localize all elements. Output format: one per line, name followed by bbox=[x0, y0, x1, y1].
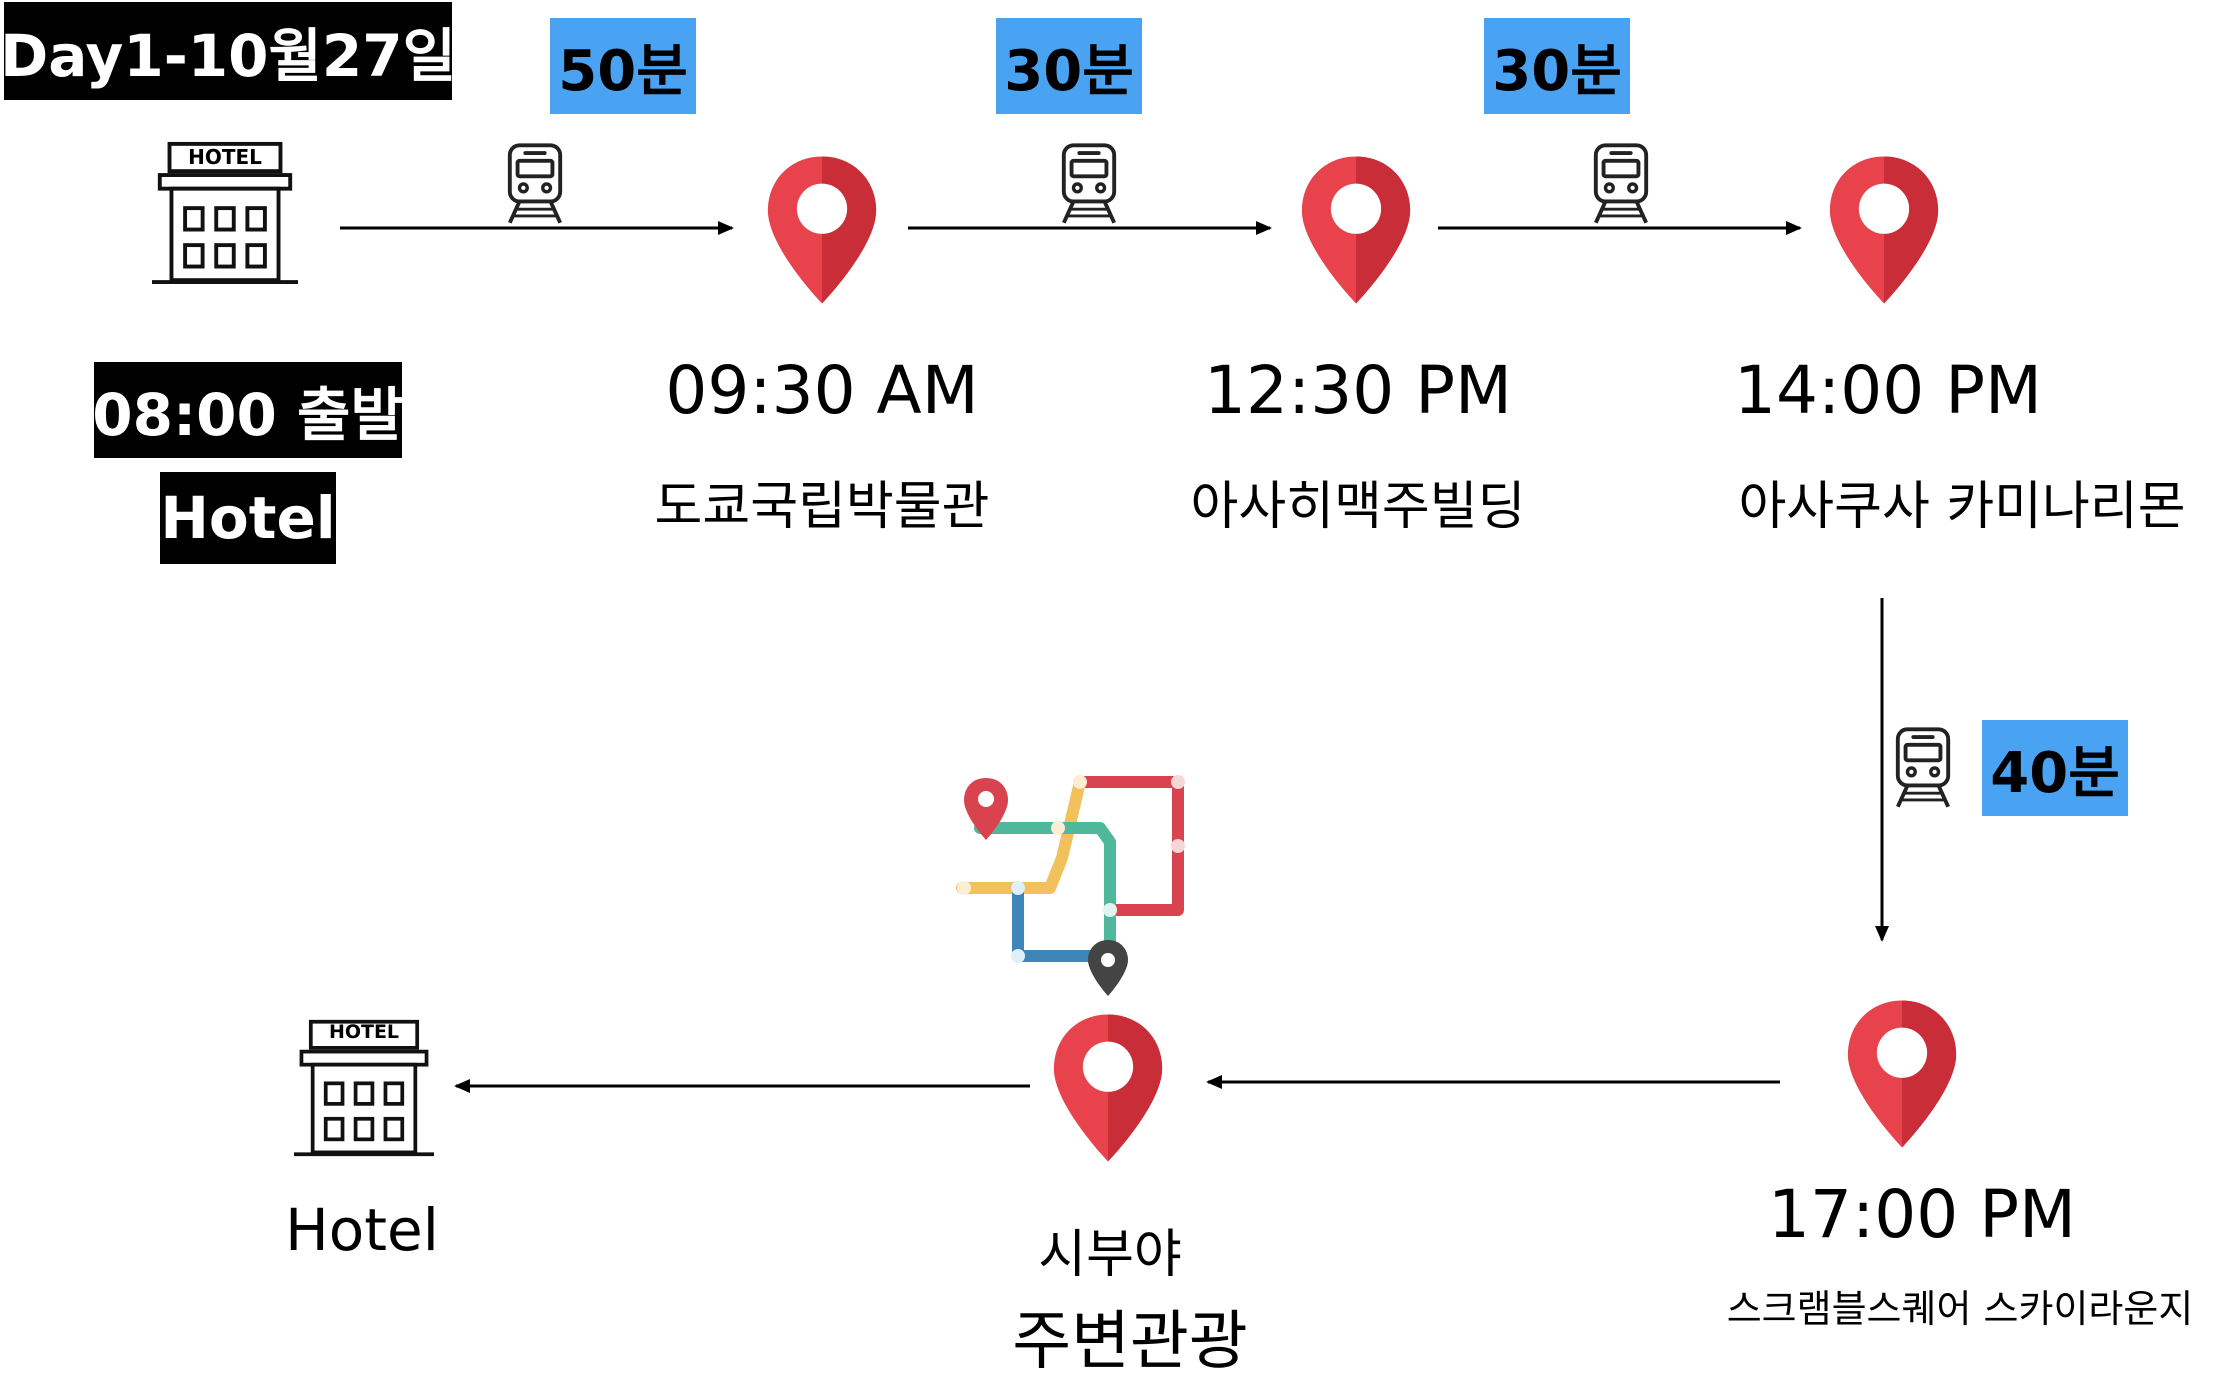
departure-time-text: 08:00 출발 bbox=[92, 381, 404, 449]
start-hotel-icon: HOTEL bbox=[152, 140, 298, 286]
end-place-label: Hotel bbox=[285, 1196, 439, 1264]
map-pin-icon bbox=[1829, 156, 1939, 304]
duration-badge-3: 30분 bbox=[1484, 18, 1630, 114]
day-title: Day1-10월27일 bbox=[0, 2, 456, 100]
duration-text-3: 30분 bbox=[1492, 38, 1622, 104]
stop-2-time: 12:30 PM bbox=[1204, 352, 1512, 429]
map-pin-icon bbox=[767, 156, 877, 304]
stop-1-name: 도쿄국립박물관 bbox=[654, 477, 990, 537]
end-hotel-icon: HOTEL bbox=[294, 1016, 434, 1160]
day-title-text: Day1-10월27일 bbox=[0, 22, 456, 90]
train-icon bbox=[1895, 727, 1951, 809]
stop-3-time: 14:00 PM bbox=[1734, 352, 2042, 429]
train-icon bbox=[1061, 143, 1117, 225]
map-pin-icon bbox=[1301, 156, 1411, 304]
train-icon bbox=[507, 143, 563, 225]
hotel-sign-label: HOTEL bbox=[188, 145, 262, 169]
stop-4-name: 스크램블스퀘어 스카이라운지 bbox=[1726, 1287, 2194, 1331]
duration-badge-4: 40분 bbox=[1982, 720, 2128, 816]
shibuya-activity: 주변관광 bbox=[1012, 1305, 1248, 1379]
map-pin-icon bbox=[1053, 1014, 1163, 1162]
stop-3-name: 아사쿠사 카미나리몬 bbox=[1738, 477, 2186, 537]
start-place-text: Hotel bbox=[160, 484, 336, 552]
train-icon bbox=[1593, 143, 1649, 225]
duration-text-1: 50분 bbox=[558, 38, 688, 104]
subway-route-map-icon bbox=[956, 775, 1185, 996]
stop-2-name: 아사히맥주빌딩 bbox=[1190, 477, 1526, 537]
hotel-sign-label: HOTEL bbox=[328, 1021, 400, 1043]
duration-text-4: 40분 bbox=[1990, 740, 2120, 806]
shibuya-name: 시부야 bbox=[1038, 1225, 1182, 1285]
departure-time-badge: 08:00 출발 bbox=[92, 362, 404, 458]
map-pin-icon bbox=[1847, 1000, 1957, 1148]
stop-4-time: 17:00 PM bbox=[1768, 1176, 2076, 1253]
start-place-badge: Hotel bbox=[160, 472, 336, 564]
duration-badge-1: 50분 bbox=[550, 18, 696, 114]
duration-text-2: 30분 bbox=[1004, 38, 1134, 104]
duration-badge-2: 30분 bbox=[996, 18, 1142, 114]
stop-1-time: 09:30 AM bbox=[665, 352, 979, 429]
